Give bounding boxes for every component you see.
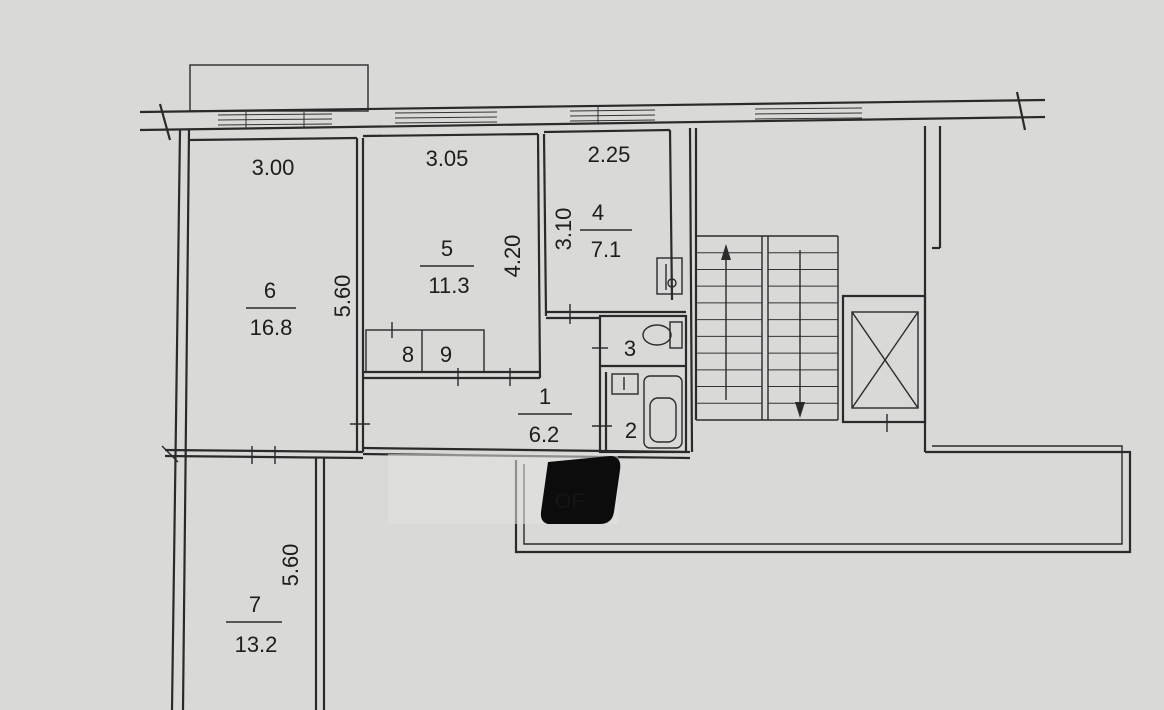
dim-room4-depth: 3.10 — [551, 208, 576, 251]
up-arrow-icon — [721, 244, 731, 400]
closet-8-number: 8 — [402, 342, 414, 367]
stair-steps-right — [768, 252, 838, 404]
window-stair — [754, 107, 863, 120]
dim-room5-width: 3.05 — [426, 146, 469, 171]
room-7-number: 7 — [249, 592, 261, 617]
room-4-number: 4 — [592, 200, 604, 225]
window-room5 — [394, 111, 498, 124]
room-7-area: 13.2 — [235, 632, 278, 657]
closets — [365, 322, 511, 386]
down-arrow-icon — [795, 250, 805, 418]
room-4-area: 7.1 — [591, 237, 622, 262]
room-6 — [188, 136, 370, 452]
room-5-label: 5 11.3 — [420, 236, 474, 298]
window-room4 — [569, 107, 656, 124]
room-5-number: 5 — [441, 236, 453, 261]
room-1-area: 6.2 — [529, 422, 560, 447]
facade-wall — [139, 91, 1046, 141]
dim-room5-depth: 4.20 — [500, 235, 525, 278]
dim-room6-depth: 5.60 — [330, 275, 355, 318]
dim-room4-width: 2.25 — [588, 142, 631, 167]
left-wall — [170, 129, 191, 710]
room-3-number: 3 — [624, 336, 636, 361]
closet-9-number: 9 — [440, 342, 452, 367]
room-7 — [314, 458, 326, 710]
room-6-area: 16.8 — [250, 315, 293, 340]
watermark: OF — [388, 454, 621, 524]
room-1-number: 1 — [539, 384, 551, 409]
watermark-text: OF — [555, 490, 584, 513]
stair-steps-left — [696, 252, 762, 404]
room-6-number: 6 — [264, 278, 276, 303]
room-6-label: 6 16.8 — [246, 278, 296, 340]
room-5-area: 11.3 — [428, 273, 469, 298]
room-1-label: 1 6.2 — [518, 384, 572, 447]
room-4 — [543, 127, 694, 453]
dim-room7-depth: 5.60 — [278, 544, 303, 587]
toilet-fixture — [642, 321, 683, 349]
room-4-label: 4 7.1 — [580, 200, 632, 262]
dim-room6-width: 3.00 — [252, 155, 295, 180]
bathtub-fixture — [611, 373, 683, 449]
window-room6 — [217, 109, 333, 128]
middle-wall — [161, 445, 364, 464]
elevator-shaft — [841, 294, 927, 432]
room-2-number: 2 — [625, 418, 637, 443]
room-7-label: 7 13.2 — [226, 592, 282, 657]
